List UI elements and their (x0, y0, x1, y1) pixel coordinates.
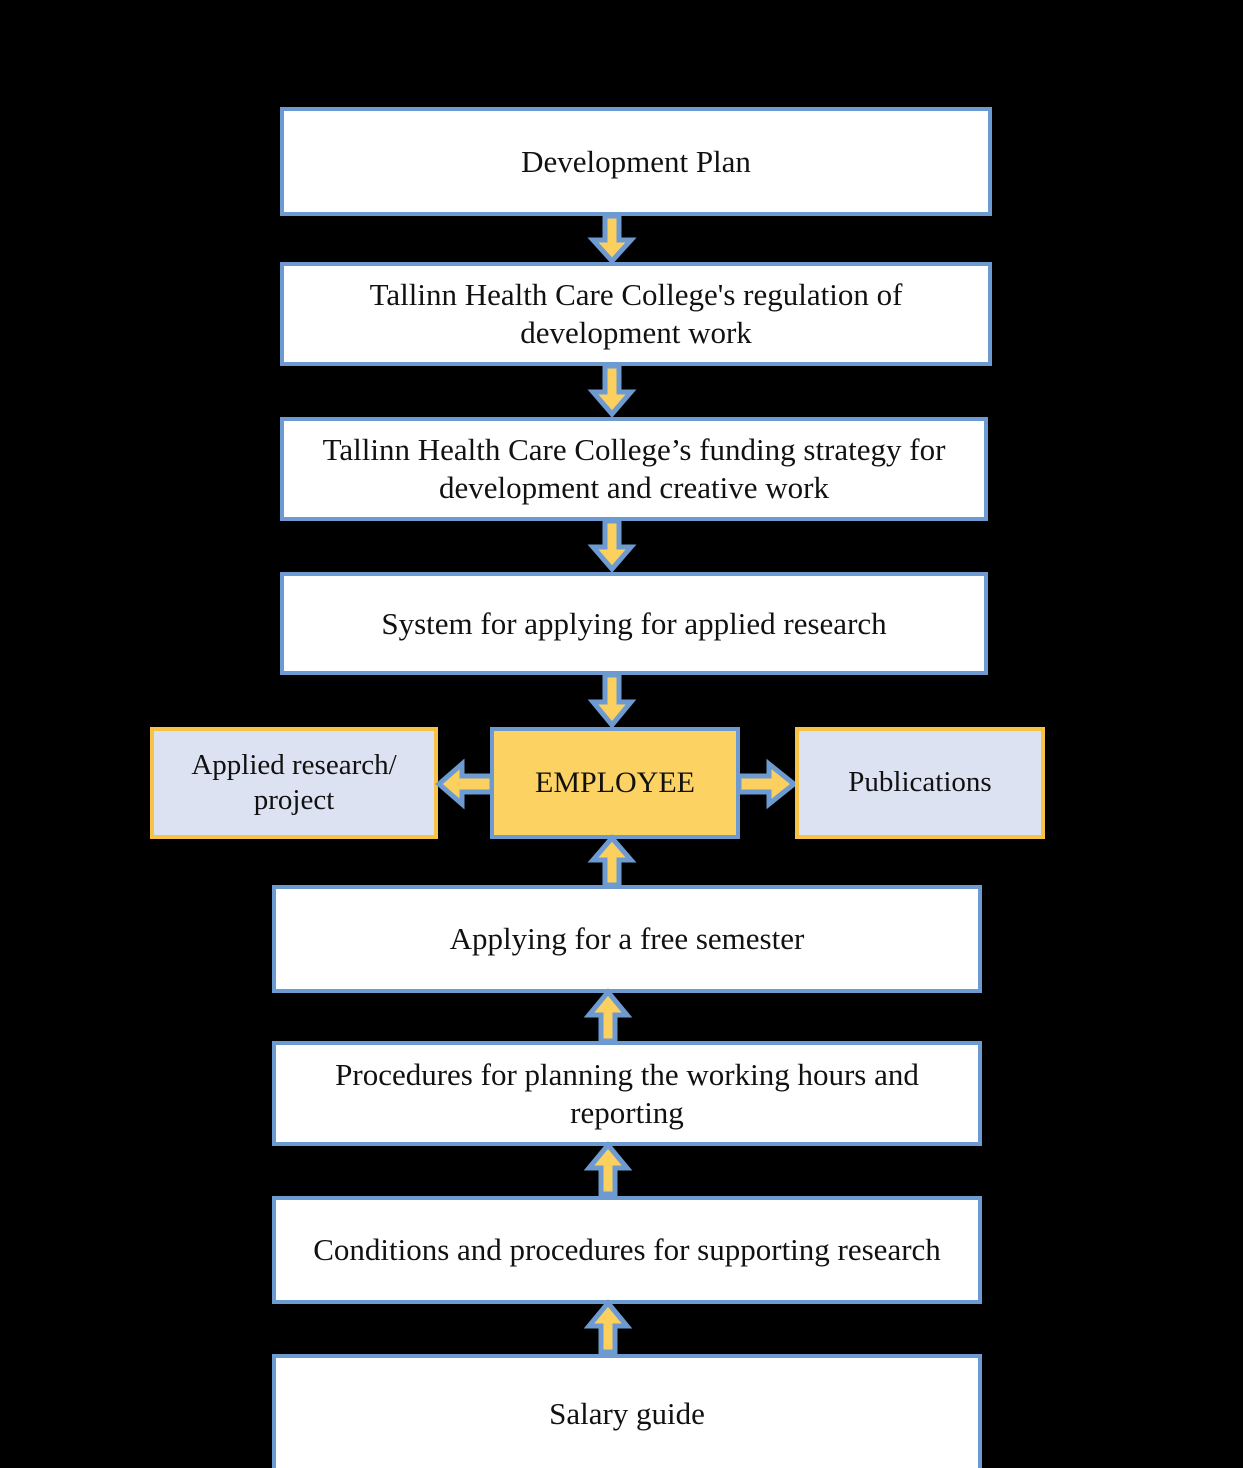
arrow-working-hours-to-free-semester (583, 988, 633, 1044)
node-applied-research-project-label: Applied research/ project (191, 748, 397, 816)
arrow-employee-to-publications (736, 758, 799, 810)
node-system-for-applied-research[interactable]: System for applying for applied research (280, 572, 988, 675)
arrow-employee-to-applied-research (435, 758, 495, 810)
node-system-for-applied-research-label: System for applying for applied research (381, 605, 887, 641)
arrow-regulation-to-funding-strategy (587, 363, 637, 418)
node-publications[interactable]: Publications (795, 727, 1045, 839)
node-working-hours-procedures-label: Procedures for planning the working hour… (335, 1056, 919, 1130)
node-development-plan-label: Development Plan (521, 143, 751, 179)
node-supporting-research-conditions-label: Conditions and procedures for supporting… (313, 1232, 941, 1268)
node-regulation-of-development-work-label: Tallinn Health Care College's regulation… (369, 277, 903, 350)
node-funding-strategy[interactable]: Tallinn Health Care College’s funding st… (280, 417, 988, 521)
node-applied-research-project[interactable]: Applied research/ project (150, 727, 438, 839)
node-salary-guide[interactable]: Salary guide (272, 1354, 982, 1468)
node-employee[interactable]: EMPLOYEE (490, 727, 740, 839)
node-supporting-research-conditions[interactable]: Conditions and procedures for supporting… (272, 1196, 982, 1304)
node-funding-strategy-label: Tallinn Health Care College’s funding st… (322, 432, 946, 505)
node-publications-label: Publications (848, 766, 992, 799)
node-applying-for-free-semester-label: Applying for a free semester (449, 921, 805, 957)
arrow-supporting-research-to-working-hours (583, 1141, 633, 1197)
node-regulation-of-development-work[interactable]: Tallinn Health Care College's regulation… (280, 262, 992, 366)
node-employee-label: EMPLOYEE (535, 765, 695, 799)
arrow-free-semester-to-employee (587, 834, 637, 888)
arrow-system-to-employee (587, 672, 637, 729)
arrow-salary-guide-to-supporting-research (583, 1299, 633, 1355)
node-development-plan[interactable]: Development Plan (280, 107, 992, 216)
node-salary-guide-label: Salary guide (549, 1396, 705, 1432)
node-applying-for-free-semester[interactable]: Applying for a free semester (272, 885, 982, 993)
arrow-development-plan-to-regulation (587, 213, 637, 265)
arrow-funding-strategy-to-system (587, 518, 637, 573)
node-working-hours-procedures[interactable]: Procedures for planning the working hour… (272, 1041, 982, 1146)
